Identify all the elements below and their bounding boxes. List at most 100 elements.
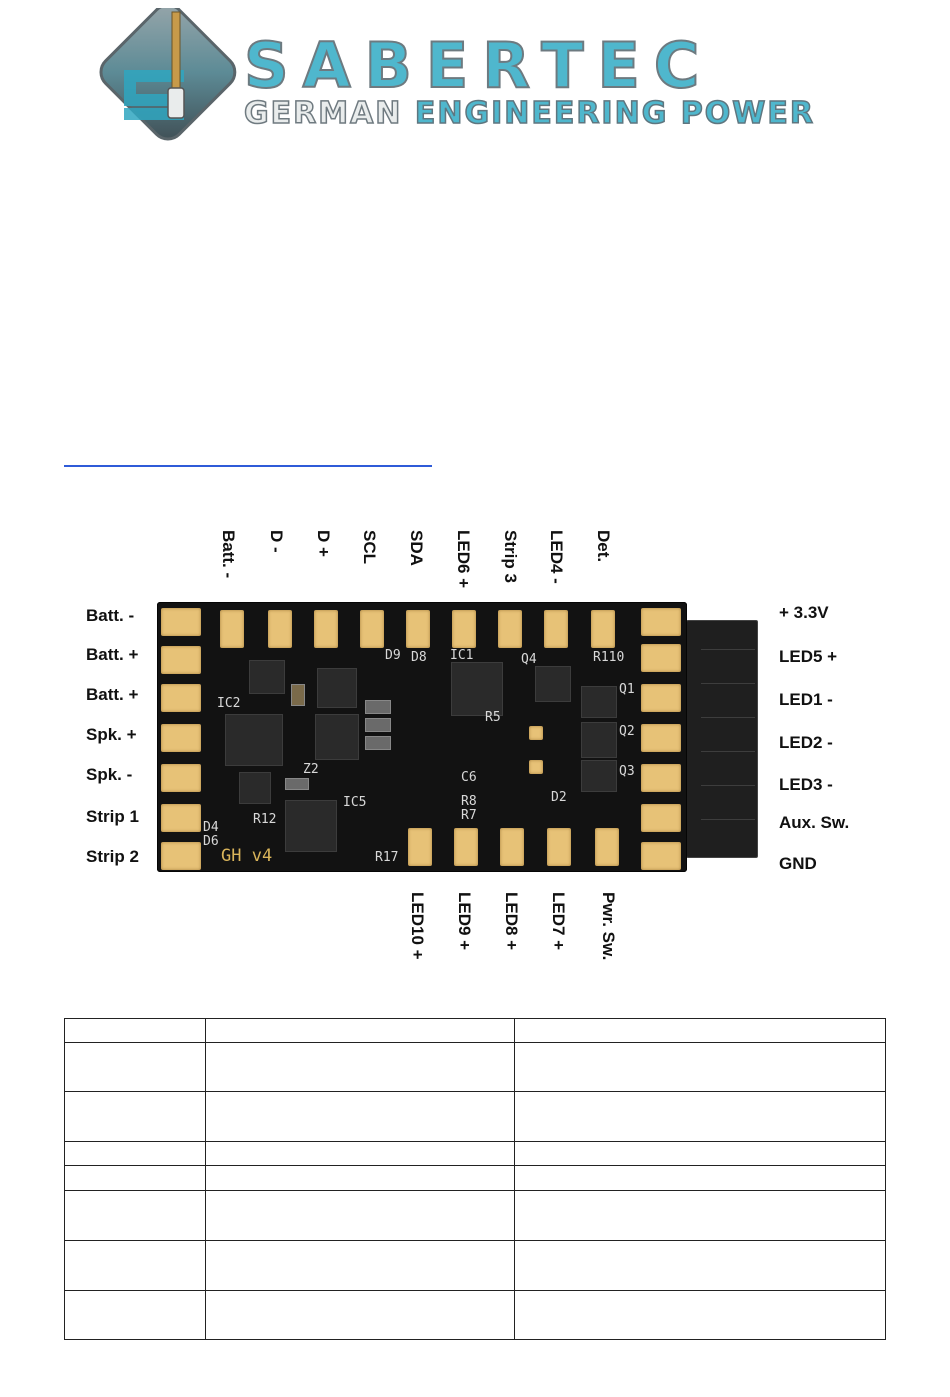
top-label-batt-minus: Batt. - (219, 530, 238, 579)
table-cell (205, 1240, 515, 1291)
table-cell (514, 1165, 886, 1191)
pad-right (641, 684, 681, 712)
table-cell (205, 1165, 515, 1191)
chip (581, 686, 617, 718)
left-label-strip1: Strip 1 (86, 807, 139, 826)
chip (239, 772, 271, 804)
pad-top (591, 610, 615, 648)
silk-q1: Q1 (619, 682, 635, 697)
pad-top (544, 610, 568, 648)
table-cell (514, 1141, 886, 1166)
pad-right (641, 764, 681, 792)
table-row (64, 1240, 886, 1291)
table-cell (64, 1190, 206, 1241)
silk-r12: R12 (253, 812, 277, 827)
left-label-batt-plus-1: Batt. + (86, 645, 139, 664)
left-label-batt-plus-2: Batt. + (86, 685, 139, 704)
table-cell (514, 1190, 886, 1241)
table-cell (64, 1042, 206, 1092)
silk-r8: R8 (461, 794, 477, 809)
pad-right (641, 644, 681, 672)
table-row (64, 1290, 886, 1340)
top-label-led6-plus: LED6 + (454, 530, 473, 589)
bottom-label-pwr-sw: Pwr. Sw. (599, 892, 618, 961)
silk-q4: Q4 (521, 652, 537, 667)
pad-test (529, 760, 543, 774)
spec-table (64, 1018, 886, 1340)
pad-right (641, 804, 681, 832)
left-label-spk-minus: Spk. - (86, 765, 133, 784)
component (365, 718, 391, 732)
silk-d6: D6 (203, 834, 219, 849)
component (285, 778, 309, 790)
silk-d9: D9 (385, 648, 401, 663)
silk-c6: C6 (461, 770, 477, 785)
bottom-label-led8-plus: LED8 + (502, 892, 521, 951)
silk-r5: R5 (485, 710, 501, 725)
table-row (64, 1018, 886, 1043)
pad-bottom (500, 828, 524, 866)
silk-q2: Q2 (619, 724, 635, 739)
table-cell (514, 1018, 886, 1043)
table-row (64, 1190, 886, 1241)
table-cell (64, 1290, 206, 1340)
hyperlink-underline[interactable] (64, 465, 432, 467)
table-row (64, 1091, 886, 1142)
bottom-label-led9-plus: LED9 + (455, 892, 474, 951)
silk-d2: D2 (551, 790, 567, 805)
pad-left (161, 804, 201, 832)
pad-bottom (595, 828, 619, 866)
pad-top (314, 610, 338, 648)
silk-r110: R110 (593, 650, 625, 665)
pad-test (529, 726, 543, 740)
component (365, 736, 391, 750)
pad-bottom (547, 828, 571, 866)
chip (535, 666, 571, 702)
chip (285, 800, 337, 852)
left-label-batt-minus: Batt. - (86, 606, 135, 625)
right-label-gnd: GND (779, 854, 817, 873)
chip (317, 668, 357, 708)
silk-ic5: IC5 (343, 795, 367, 810)
bottom-label-led10-plus: LED10 + (408, 892, 427, 960)
logo-tagline: GERMAN ENGINEERING POWER (243, 95, 874, 132)
pad-left (161, 646, 201, 674)
table-cell (514, 1240, 886, 1291)
table-cell (514, 1042, 886, 1092)
component (365, 700, 391, 714)
sabertec-logo: SABERTEC GERMAN ENGINEERING POWER (84, 8, 874, 158)
right-label-led2-minus: LED2 - (779, 733, 833, 752)
pcb-board: IC2 IC1 IC5 D8 D9 R110 Q1 Q2 Q3 Q4 Z2 R1… (157, 602, 687, 872)
pad-left (161, 724, 201, 752)
silk-q3: Q3 (619, 764, 635, 779)
table-cell (514, 1290, 886, 1340)
left-label-strip2: Strip 2 (86, 847, 139, 866)
chip (451, 662, 503, 716)
pad-top (268, 610, 292, 648)
tagline-german: GERMAN (243, 95, 415, 132)
right-label-aux-sw: Aux. Sw. (779, 813, 850, 832)
right-label-led1-minus: LED1 - (779, 690, 833, 709)
table-cell (205, 1190, 515, 1241)
side-connector (686, 620, 758, 858)
pad-left (161, 842, 201, 870)
top-label-d-plus: D + (314, 530, 333, 557)
table-row (64, 1165, 886, 1191)
table-cell (205, 1141, 515, 1166)
tagline-engineering-power: ENGINEERING POWER (414, 95, 815, 132)
pad-right (641, 608, 681, 636)
pad-left (161, 764, 201, 792)
logo-wordmark: SABERTEC (243, 29, 714, 102)
table-cell (205, 1290, 515, 1340)
pad-top (220, 610, 244, 648)
table-row (64, 1141, 886, 1166)
chip (249, 660, 285, 694)
table-cell (64, 1141, 206, 1166)
logo-emblem-icon (99, 8, 237, 141)
silk-ic1: IC1 (450, 648, 474, 663)
right-label-3v3: + 3.3V (779, 603, 829, 622)
silk-board-name: GH v4 (221, 846, 273, 866)
pad-right (641, 724, 681, 752)
top-label-led4-minus: LED4 - (547, 530, 566, 584)
pad-bottom (408, 828, 432, 866)
